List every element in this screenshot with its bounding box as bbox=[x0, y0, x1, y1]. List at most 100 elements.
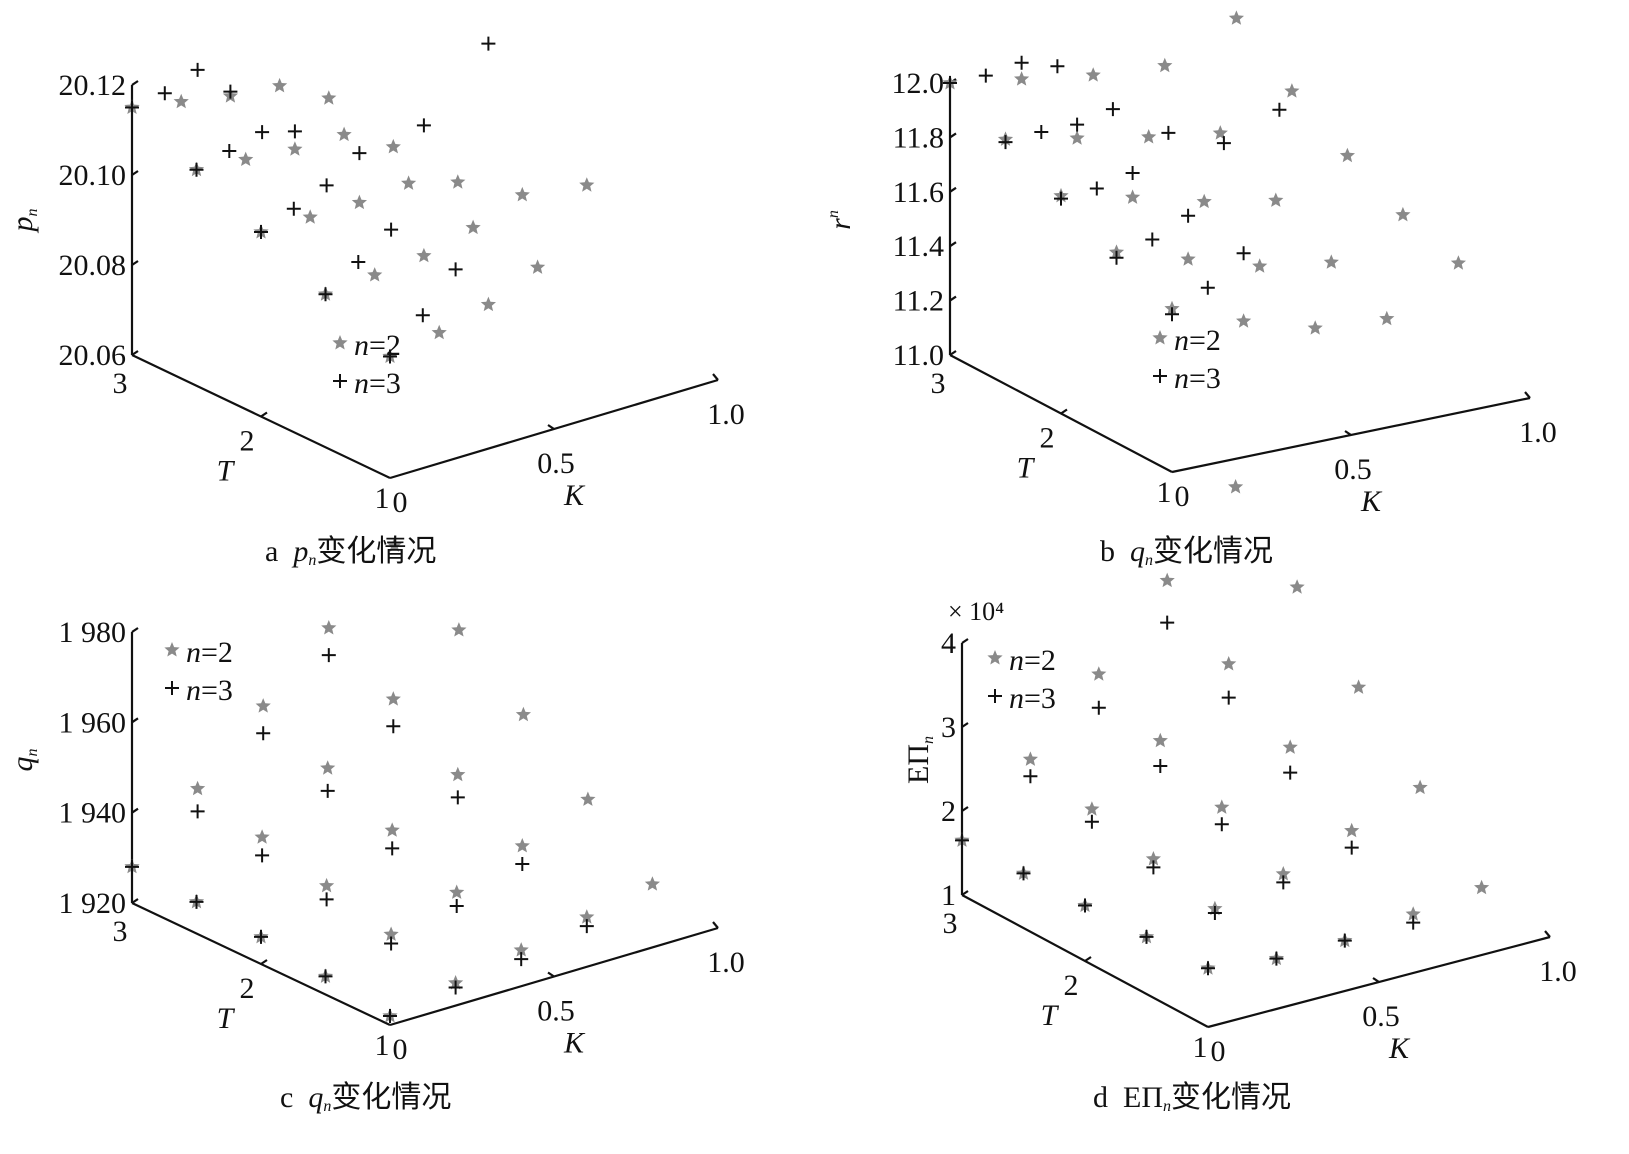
plus-marker bbox=[1201, 961, 1215, 976]
star-marker bbox=[451, 622, 467, 637]
plus-marker bbox=[1216, 136, 1231, 151]
plus-marker bbox=[1139, 929, 1154, 944]
star-marker bbox=[1085, 67, 1101, 82]
k-axis-label: K bbox=[1360, 485, 1383, 518]
z-axis-label: pn bbox=[6, 209, 41, 234]
plus-marker bbox=[1207, 906, 1222, 920]
star-marker bbox=[579, 177, 595, 192]
plus-marker bbox=[318, 287, 333, 302]
plus-marker bbox=[189, 162, 204, 177]
z-axis-tick bbox=[949, 132, 957, 139]
plus-marker bbox=[190, 62, 205, 77]
star-marker bbox=[1344, 822, 1360, 838]
z-axis-tick bbox=[961, 890, 969, 896]
plus-marker bbox=[1109, 250, 1124, 265]
k-tick-label: 0.5 bbox=[537, 447, 575, 480]
plus-marker bbox=[189, 894, 204, 909]
z-axis-tick bbox=[131, 627, 139, 633]
star-marker bbox=[1323, 254, 1339, 269]
star-marker bbox=[1339, 147, 1355, 163]
legend-label: n=3 bbox=[186, 674, 233, 707]
z-axis-tick bbox=[131, 350, 139, 356]
star-marker bbox=[1228, 479, 1244, 494]
t-tick-label: 3 bbox=[113, 915, 128, 948]
z-axis-tick bbox=[961, 638, 969, 644]
plus-marker bbox=[386, 719, 401, 734]
plus-marker bbox=[1016, 866, 1031, 881]
plus-marker bbox=[481, 36, 496, 51]
star-marker bbox=[401, 175, 417, 190]
plus-marker bbox=[1105, 102, 1120, 117]
z-axis-label: qn bbox=[6, 749, 41, 772]
star-marker bbox=[1212, 125, 1228, 140]
k-axis-tick bbox=[1544, 930, 1551, 938]
caption-sub: n bbox=[308, 552, 317, 569]
caption-sub: n bbox=[323, 1098, 332, 1115]
star-marker bbox=[644, 876, 660, 891]
plus-marker bbox=[223, 84, 238, 99]
t-tick-label: 3 bbox=[943, 907, 958, 940]
series-n-2 bbox=[954, 479, 1490, 975]
k-axis-tick bbox=[1344, 430, 1352, 436]
k-tick-label: 0 bbox=[1211, 1035, 1226, 1068]
star-marker bbox=[1014, 71, 1030, 86]
caption-sub: n bbox=[1163, 1098, 1171, 1115]
z-tick-label: 11.0 bbox=[893, 339, 944, 372]
plus-marker bbox=[320, 783, 335, 798]
series-n-2 bbox=[124, 77, 595, 363]
caption-d: d EΠn变化情况 bbox=[1093, 1072, 1291, 1116]
z-axis-tick bbox=[949, 295, 957, 302]
legend-label: n=2 bbox=[1174, 324, 1221, 357]
plus-marker bbox=[125, 100, 139, 115]
star-marker bbox=[351, 194, 367, 210]
plus-marker bbox=[1146, 860, 1161, 875]
k-tick-label: 0.5 bbox=[537, 995, 575, 1028]
k-axis-tick bbox=[712, 373, 719, 381]
caption-c: c qn变化情况 bbox=[280, 1072, 451, 1116]
star-marker bbox=[1289, 579, 1305, 594]
star-marker bbox=[1275, 866, 1291, 881]
t-tick-label: 2 bbox=[1064, 969, 1079, 1002]
z-tick-label: 11.4 bbox=[893, 230, 944, 263]
z-tick-label: 2 bbox=[941, 795, 956, 828]
z-multiplier-label: × 10⁴ bbox=[948, 597, 1004, 626]
star-marker bbox=[1145, 851, 1161, 866]
plus-marker bbox=[1089, 181, 1104, 196]
k-axis-tick bbox=[547, 424, 555, 430]
star-marker bbox=[1252, 258, 1268, 273]
z-axis-tick bbox=[131, 717, 139, 724]
k-tick-label: 0 bbox=[1175, 480, 1190, 513]
t-axis-label: T bbox=[1017, 452, 1036, 485]
plus-marker bbox=[1034, 125, 1049, 140]
caption-text: 变化情况 bbox=[1153, 535, 1273, 568]
t-axis-tick bbox=[260, 411, 268, 418]
star-marker bbox=[332, 335, 348, 350]
plus-marker bbox=[286, 201, 301, 216]
t-axis-label: T bbox=[217, 455, 236, 488]
plus-marker bbox=[1269, 951, 1284, 966]
star-marker bbox=[1395, 206, 1411, 222]
star-marker bbox=[1379, 310, 1395, 326]
k-axis-label: K bbox=[563, 479, 586, 512]
star-marker bbox=[514, 186, 530, 202]
plus-marker bbox=[998, 135, 1013, 150]
plus-marker bbox=[165, 681, 179, 695]
plus-marker bbox=[943, 76, 957, 90]
plus-marker bbox=[416, 118, 431, 133]
k-tick-label: 0 bbox=[393, 1033, 408, 1066]
series-n-2 bbox=[124, 537, 660, 1023]
legend-label: n=3 bbox=[354, 367, 401, 400]
series-n-3 bbox=[125, 648, 594, 1023]
z-tick-label: 11.8 bbox=[893, 121, 944, 154]
plus-marker bbox=[384, 936, 399, 951]
t-tick-label: 3 bbox=[113, 367, 128, 400]
legend-label: n=3 bbox=[1009, 682, 1056, 715]
star-marker bbox=[386, 537, 402, 552]
star-marker bbox=[1228, 10, 1244, 25]
k-tick-label: 1.0 bbox=[1519, 416, 1557, 449]
star-marker bbox=[1022, 751, 1038, 766]
star-marker bbox=[987, 650, 1003, 665]
plus-marker bbox=[448, 980, 463, 995]
plus-marker bbox=[1091, 700, 1106, 715]
z-tick-label: 4 bbox=[941, 627, 956, 660]
